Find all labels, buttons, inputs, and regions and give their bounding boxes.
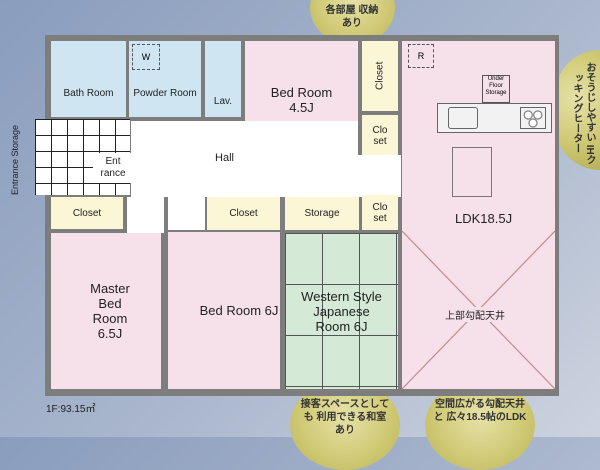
floor-area-label: 1F:93.15㎡ bbox=[46, 404, 96, 415]
entrance-storage-label: Entrance Storage bbox=[10, 124, 20, 195]
lavatory: Lav. bbox=[205, 41, 241, 117]
sink-icon bbox=[448, 107, 478, 129]
entrance: Ent rance bbox=[93, 153, 133, 183]
powder-room: Powder Room bbox=[129, 41, 201, 117]
bed-room-6j: Bed Room 6J bbox=[168, 232, 280, 389]
closet-small-mid: Clo set bbox=[362, 195, 398, 230]
callout-storage: 各部屋 収納あり bbox=[325, 5, 379, 29]
ih-cooktop-icon bbox=[520, 107, 546, 129]
closet-small-top: Clo set bbox=[362, 115, 398, 157]
under-floor-storage: Under Floor Storage bbox=[482, 75, 510, 103]
callout-ih-cooker: おそうじしやすい IHクッキングヒーター bbox=[571, 61, 595, 165]
vaulted-ceiling-label: 上部勾配天井 bbox=[445, 307, 505, 322]
storage: Storage bbox=[285, 197, 359, 230]
fridge-label: R bbox=[417, 51, 425, 61]
ldk-label: LDK18.5J bbox=[455, 211, 513, 226]
washer-space: W bbox=[132, 44, 160, 70]
closet-top: Closet bbox=[362, 41, 398, 111]
fridge-space: R bbox=[408, 44, 434, 68]
closet-bed-6j: Closet bbox=[207, 197, 280, 230]
western-style-japanese-room: Western Style Japanese Room 6J bbox=[285, 233, 398, 389]
hall-corridor bbox=[127, 197, 164, 233]
washer-label: W bbox=[141, 52, 151, 62]
hall: Hall bbox=[131, 121, 358, 195]
dining-table bbox=[452, 147, 492, 197]
callout-ldk: 空間広がる勾配天井と 広々18.5帖のLDK bbox=[433, 399, 527, 423]
closet-master: Closet bbox=[51, 197, 123, 229]
callout-bubble-right bbox=[555, 50, 600, 170]
bath-room: Bath Room bbox=[51, 41, 126, 117]
callout-japanese-room: 接客スペースとしても 利用できる和室あり bbox=[300, 399, 390, 436]
hall-corridor-2 bbox=[168, 197, 205, 230]
ldk bbox=[402, 41, 555, 231]
master-bed-room: Master Bed Room 6.5J bbox=[51, 233, 161, 389]
floor-plan: Bath Room Powder Room W Lav. Bed Room 4.… bbox=[35, 35, 559, 396]
